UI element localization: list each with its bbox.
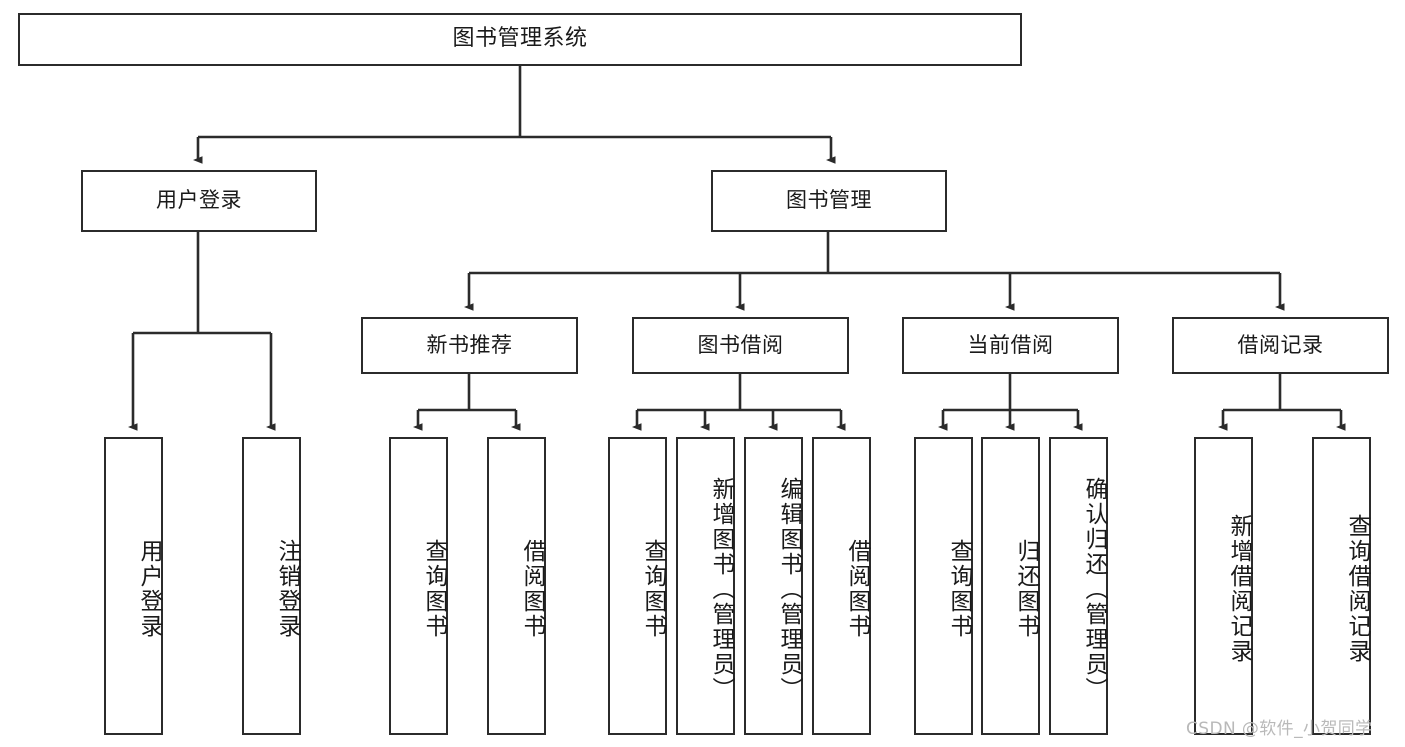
- node-new-book-recommend[interactable]: 新书推荐: [361, 317, 578, 374]
- leaf-user-login[interactable]: 用户登录: [104, 437, 163, 735]
- leaf-logout[interactable]: 注销登录: [242, 437, 301, 735]
- leaf-query-borrow-record[interactable]: 查询借阅记录: [1312, 437, 1371, 735]
- leaf-return-book[interactable]: 归还图书: [981, 437, 1040, 735]
- leaf-edit-book-admin[interactable]: 编辑图书（管理员）: [744, 437, 803, 735]
- node-borrow-record[interactable]: 借阅记录: [1172, 317, 1389, 374]
- node-book-borrow[interactable]: 图书借阅: [632, 317, 849, 374]
- leaf-add-book-admin[interactable]: 新增图书（管理员）: [676, 437, 735, 735]
- leaf-borrow-book-recommend[interactable]: 借阅图书: [487, 437, 546, 735]
- leaf-query-book-current[interactable]: 查询图书: [914, 437, 973, 735]
- leaf-query-book-recommend[interactable]: 查询图书: [389, 437, 448, 735]
- node-user-login-module[interactable]: 用户登录: [81, 170, 317, 232]
- leaf-confirm-return-admin[interactable]: 确认归还（管理员）: [1049, 437, 1108, 735]
- node-book-management-module[interactable]: 图书管理: [711, 170, 947, 232]
- node-current-borrow[interactable]: 当前借阅: [902, 317, 1119, 374]
- leaf-add-borrow-record[interactable]: 新增借阅记录: [1194, 437, 1253, 735]
- csdn-watermark: CSDN @软件_小贺同学: [1186, 719, 1373, 739]
- node-root-system[interactable]: 图书管理系统: [18, 13, 1022, 66]
- leaf-query-book-borrow[interactable]: 查询图书: [608, 437, 667, 735]
- leaf-borrow-book[interactable]: 借阅图书: [812, 437, 871, 735]
